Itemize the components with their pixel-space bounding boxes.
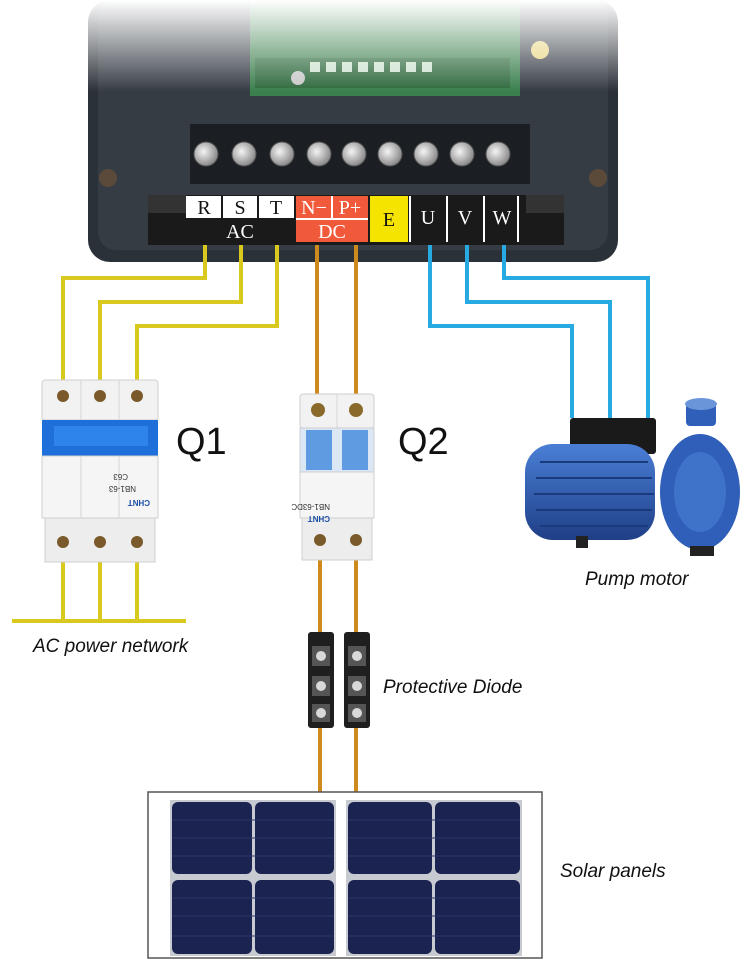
caption-ac-network: AC power network bbox=[32, 636, 190, 657]
q2-label: Q2 bbox=[398, 421, 449, 463]
caption-protective-diode: Protective Diode bbox=[383, 677, 522, 698]
group-dc: DC bbox=[318, 221, 346, 243]
terminal-n: N− bbox=[301, 197, 327, 219]
terminal-t: T bbox=[270, 197, 282, 219]
terminal-e: E bbox=[383, 209, 395, 231]
terminal-v: V bbox=[458, 207, 473, 229]
motor-wires bbox=[428, 245, 650, 418]
motor-wire-v bbox=[465, 245, 612, 418]
terminal-p: P+ bbox=[339, 197, 361, 219]
solar-panels bbox=[147, 791, 543, 959]
terminal-s: S bbox=[234, 197, 245, 219]
pump-motor bbox=[525, 398, 740, 556]
ac-wire-r bbox=[61, 245, 207, 388]
protective-diode bbox=[308, 632, 370, 728]
motor-wire-w bbox=[502, 245, 650, 418]
q1-label: Q1 bbox=[176, 421, 227, 463]
q2-brand: CHNT bbox=[308, 514, 330, 523]
terminal-u: U bbox=[421, 207, 436, 229]
ac-wire-s bbox=[98, 245, 243, 388]
earth-block bbox=[370, 196, 408, 242]
motor-wire-u bbox=[428, 245, 574, 418]
q1-model: NB1-63 bbox=[108, 484, 136, 493]
terminal-r: R bbox=[197, 197, 211, 219]
terminal-w: W bbox=[493, 207, 512, 229]
caption-solar-panels: Solar panels bbox=[560, 861, 666, 882]
ac-wire-t bbox=[135, 245, 279, 388]
breaker-q1: CHNT NB1-63 C63 bbox=[41, 379, 159, 563]
q2-model: NB1-63DC bbox=[291, 502, 330, 511]
breaker-q2: CHNT NB1-63DC bbox=[291, 393, 375, 561]
q1-brand: CHNT bbox=[128, 498, 150, 507]
terminal-label-bar: R S T AC N− P+ DC E U V W bbox=[148, 195, 564, 245]
terminal-screws bbox=[193, 141, 511, 167]
group-ac: AC bbox=[226, 221, 254, 243]
caption-pump-motor: Pump motor bbox=[585, 569, 689, 590]
q1-rating: C63 bbox=[113, 472, 128, 481]
